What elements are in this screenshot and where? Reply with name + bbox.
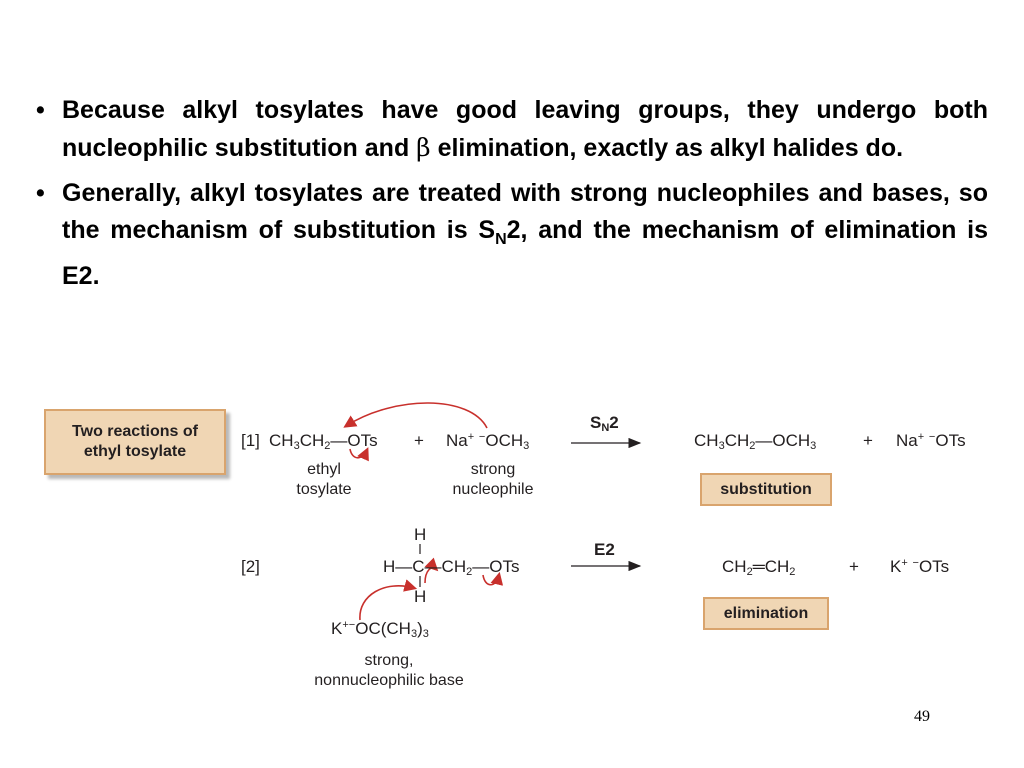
formula-part: CH — [694, 431, 719, 450]
bullet-text-part: Because alkyl tosylates have good leavin… — [62, 96, 988, 162]
hydrogen-top: H — [414, 525, 427, 544]
sodium-tosylate-formula: Na+ −OTs — [896, 431, 966, 451]
reaction-2-label: [2] — [241, 557, 260, 576]
label-part: S — [590, 413, 602, 432]
formula-part: ═CH — [752, 557, 790, 576]
curved-arrow-base — [359, 579, 418, 621]
formula-part: OCH — [485, 431, 524, 450]
beta-symbol: β — [416, 133, 431, 162]
plus-sign: + — [414, 431, 424, 450]
bullet-marker: • — [36, 179, 45, 207]
formula-part: H—C—CH — [383, 557, 467, 576]
plus-sign: + — [849, 557, 859, 576]
sodium-methoxide-formula: Na+ −OCH3 — [446, 431, 530, 452]
note-line: strong, — [364, 652, 414, 669]
ethyl-tosylate-expanded-formula: H—C—CH2—OTs — [383, 557, 520, 578]
reaction-1-label: [1] — [241, 431, 260, 450]
formula-part: OC(CH — [355, 619, 411, 638]
note-line: ethyl — [307, 461, 341, 478]
hydrogen-bottom: H — [414, 587, 427, 606]
bullet-text-part: elimination, exactly as alkyl halides do… — [430, 134, 904, 162]
curved-arrow-ch-bond — [424, 557, 439, 584]
elimination-tag: elimination — [703, 597, 829, 630]
formula-part: CH — [724, 431, 750, 450]
formula-part: ) — [417, 619, 423, 638]
formula-sup: + — [901, 557, 908, 569]
formula-part: OTs — [918, 557, 950, 576]
ethyl-methyl-ether-formula: CH3CH2—OCH3 — [694, 431, 817, 452]
note-line: strong — [470, 461, 516, 478]
formula-part: —OTs — [472, 557, 520, 576]
formula-part: —OCH — [755, 431, 811, 450]
formula-part: K — [890, 557, 902, 576]
formula-sup: + — [467, 431, 475, 443]
formula-sub: 2 — [324, 440, 331, 452]
formula-sup: + — [917, 431, 925, 443]
formula-part: Na — [896, 431, 918, 450]
strong-base-note: strong, nonnucleophilic base — [292, 651, 486, 691]
bullet-list: • Because alkyl tosylates have good leav… — [36, 92, 988, 303]
formula-part: CH — [269, 431, 294, 450]
formula-sub: 3 — [718, 440, 725, 452]
formula-sub: 3 — [293, 440, 300, 452]
formula-sub: 3 — [523, 440, 530, 452]
bullet-item-2: • Generally, alkyl tosylates are treated… — [36, 175, 988, 295]
label-sub: N — [601, 422, 610, 434]
formula-sub: 2 — [789, 566, 796, 578]
curved-arrow-leaving-group-2 — [482, 571, 504, 586]
figure-title-box: Two reactions of ethyl tosylate — [44, 409, 226, 475]
curved-arrow-leaving-group-1 — [349, 447, 369, 462]
potassium-tert-butoxide-formula: K+−OC(CH3)3 — [331, 619, 429, 640]
note-line: nonnucleophilic base — [314, 672, 464, 689]
bullet-text-part: 2, and the mechanism of elimination is E… — [62, 216, 988, 290]
formula-part: —OTs — [330, 431, 378, 450]
formula-sub: 2 — [466, 566, 473, 578]
formula-sup: + — [342, 619, 349, 631]
formula-sub: 3 — [810, 440, 817, 452]
formula-part: Na — [446, 431, 468, 450]
subscript-n: N — [495, 231, 507, 248]
formula-sup: − — [478, 431, 486, 443]
plus-sign: + — [863, 431, 873, 450]
curved-arrow-nucleophile — [343, 402, 488, 429]
bullet-marker: • — [36, 96, 45, 124]
formula-part: CH — [299, 431, 325, 450]
formula-sup: − — [912, 557, 919, 569]
formula-part: K — [331, 619, 343, 638]
potassium-tosylate-formula: K+ −OTs — [890, 557, 949, 577]
formula-sup: − — [928, 431, 936, 443]
ethylene-formula: CH2═CH2 — [722, 557, 796, 578]
bullet-text-part: Generally, alkyl tosylates are treated w… — [62, 179, 988, 244]
figure-title: Two reactions of ethyl tosylate — [72, 423, 198, 460]
label-part: 2 — [609, 413, 619, 432]
ethyl-tosylate-formula: CH3CH2—OTs — [269, 431, 378, 452]
formula-part: OTs — [935, 431, 966, 450]
formula-sup: − — [348, 619, 356, 631]
sn2-arrow-label: SN2 — [590, 413, 619, 434]
note-line: nucleophile — [452, 481, 534, 498]
bullet-item-1: • Because alkyl tosylates have good leav… — [36, 92, 988, 167]
e2-arrow-label: E2 — [594, 540, 615, 559]
formula-part: CH — [722, 557, 747, 576]
note-line: tosylate — [296, 481, 352, 498]
strong-nucleophile-note: strong nucleophile — [440, 460, 546, 500]
formula-sub: 3 — [410, 628, 418, 640]
formula-sub: 2 — [746, 566, 753, 578]
bullet-text: Generally, alkyl tosylates are treated w… — [62, 175, 988, 295]
bullet-text: Because alkyl tosylates have good leavin… — [62, 92, 988, 167]
ethyl-tosylate-note: ethyl tosylate — [276, 460, 372, 500]
substitution-tag: substitution — [700, 473, 832, 506]
formula-sub: 2 — [749, 440, 756, 452]
page-number: 49 — [914, 708, 930, 725]
formula-sub: 3 — [422, 628, 429, 640]
